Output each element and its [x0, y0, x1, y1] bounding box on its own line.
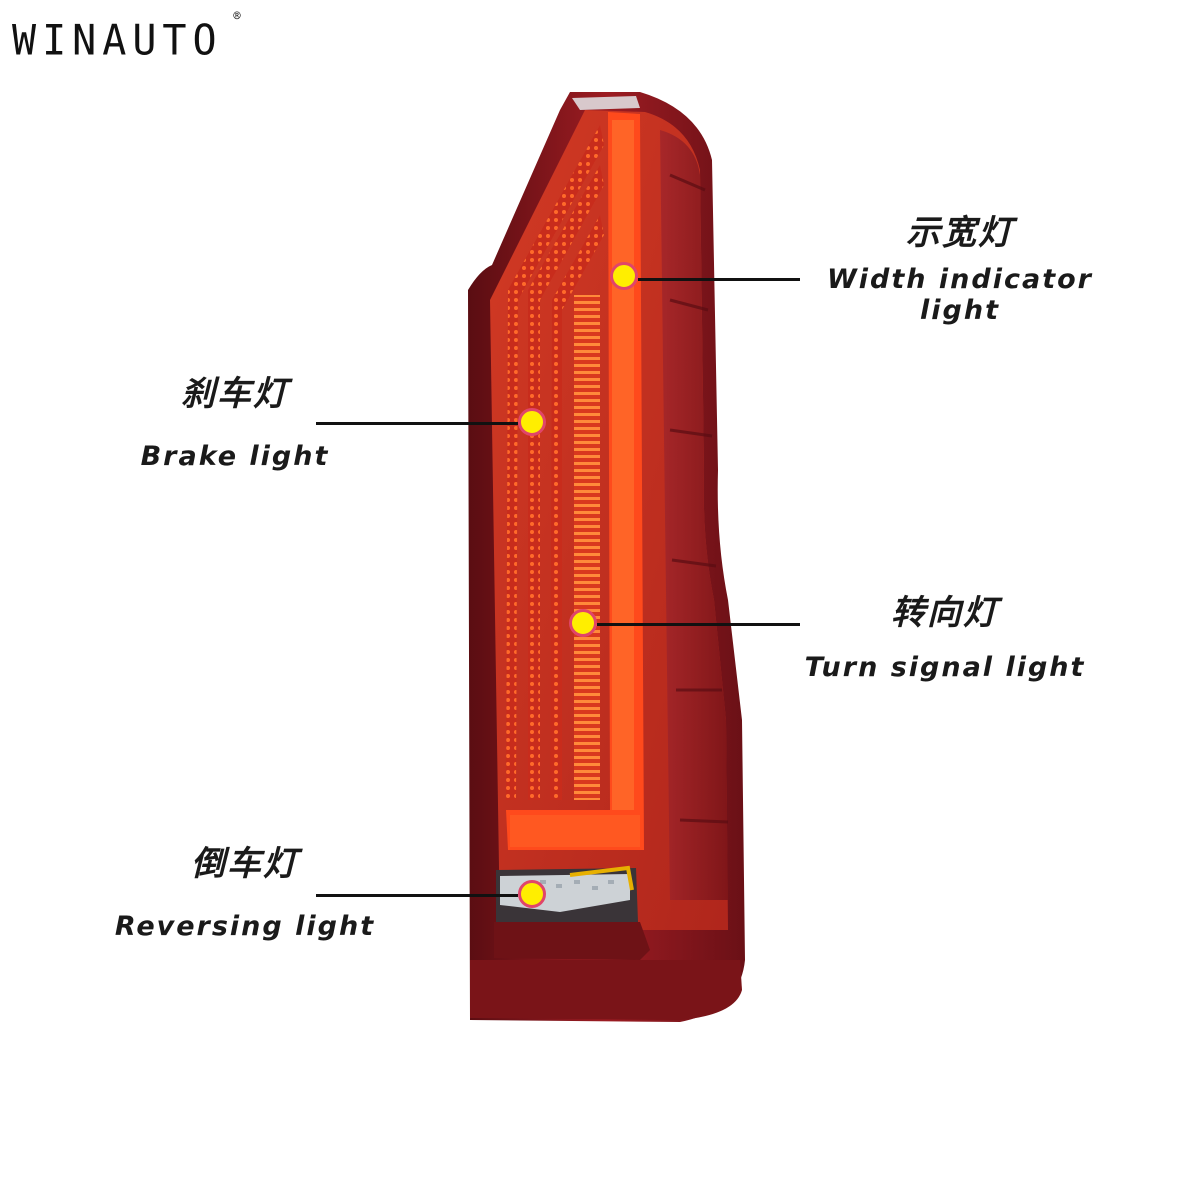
brand-logo: WINAUTO ® [12, 8, 241, 66]
brand-name: WINAUTO [12, 16, 223, 66]
width-light-leader [638, 278, 800, 281]
width-light-marker [610, 262, 638, 290]
side-panel-ribs [669, 173, 729, 824]
lamp-side-panel [660, 130, 728, 900]
brake-led-strips [506, 125, 604, 800]
reversing-light-leader [316, 894, 518, 897]
brake-light-label: 刹车灯 Brake light [100, 366, 370, 472]
turn-signal-leds [574, 295, 600, 800]
lamp-top-trim [572, 96, 640, 110]
brake-light-label-en: Brake light [140, 441, 330, 472]
turn-signal-leader [597, 623, 800, 626]
width-light-label-zh: 示宽灯 [906, 213, 1014, 253]
width-light-label: 示宽灯 Width indicator light [800, 205, 1120, 326]
registered-mark: ® [233, 8, 241, 24]
reversing-light-label-zh: 倒车灯 [191, 844, 299, 884]
turn-signal-label-zh: 转向灯 [891, 593, 999, 633]
reversing-light-label-en: Reversing light [114, 911, 376, 942]
width-light-label-en: Width indicator light [827, 264, 1093, 326]
brake-light-leader [316, 422, 518, 425]
turn-signal-marker [569, 609, 597, 637]
turn-signal-label: 转向灯 Turn signal light [800, 585, 1090, 683]
turn-signal-label-en: Turn signal light [804, 652, 1086, 683]
reversing-light-label: 倒车灯 Reversing light [110, 836, 380, 942]
width-light-bar [506, 112, 644, 850]
lamp-lower-section [494, 922, 650, 960]
brake-light-marker [518, 408, 546, 436]
brake-light-label-zh: 刹车灯 [181, 374, 289, 414]
reversing-light-marker [518, 880, 546, 908]
